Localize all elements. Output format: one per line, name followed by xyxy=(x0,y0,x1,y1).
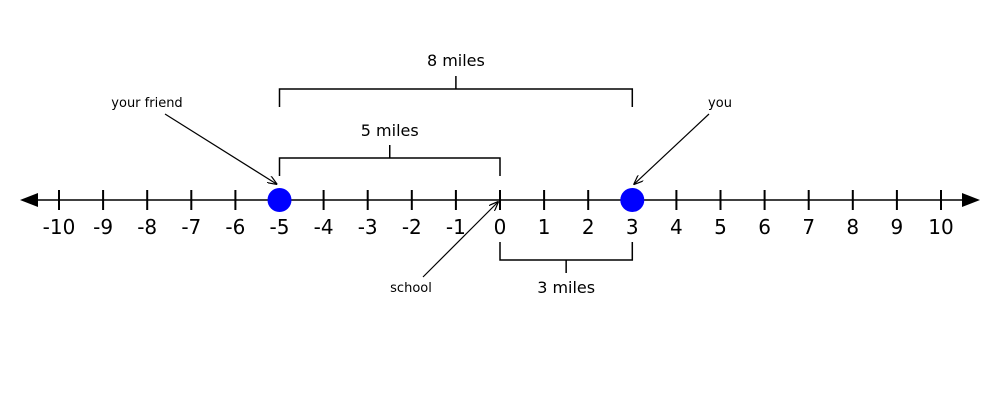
callout-label: you xyxy=(708,96,732,111)
tick-label: -8 xyxy=(137,215,157,239)
callout-layer: your friend you school xyxy=(111,96,732,296)
bracket-label: 3 miles xyxy=(537,278,595,297)
tick-label: -3 xyxy=(358,215,378,239)
tick-label: 8 xyxy=(846,215,859,239)
tick-label: 1 xyxy=(538,215,551,239)
callout-label: school xyxy=(390,281,432,296)
callout-arrow xyxy=(634,113,710,184)
bracket-label: 5 miles xyxy=(361,121,419,140)
bracket-layer: 8 miles 5 miles 3 miles xyxy=(278,51,634,297)
tick-label: -10 xyxy=(43,215,76,239)
tick-label: 7 xyxy=(802,215,815,239)
point-layer xyxy=(267,188,645,212)
tick-label: -1 xyxy=(446,215,466,239)
callout-arrow xyxy=(422,202,498,278)
tick-label: 3 xyxy=(626,215,639,239)
location-point xyxy=(620,188,645,212)
distance-bracket xyxy=(278,76,634,107)
tick-label: 0 xyxy=(494,215,507,239)
location-point xyxy=(267,188,292,212)
tick-label: -9 xyxy=(93,215,113,239)
tick-label: 9 xyxy=(891,215,904,239)
tick-label: -7 xyxy=(181,215,201,239)
tick-label: -2 xyxy=(402,215,422,239)
distance-bracket xyxy=(278,145,501,176)
tick-label: 2 xyxy=(582,215,595,239)
tick-label: 5 xyxy=(714,215,727,239)
tick-label: -6 xyxy=(225,215,245,239)
tick-label: -4 xyxy=(314,215,334,239)
left-arrow-icon xyxy=(20,193,38,207)
tick-label: 4 xyxy=(670,215,683,239)
tick-label: 6 xyxy=(758,215,771,239)
right-arrow-icon xyxy=(962,193,980,207)
distance-bracket xyxy=(499,242,634,273)
tick-label: -5 xyxy=(270,215,290,239)
tick-label: 10 xyxy=(928,215,953,239)
callout-arrow xyxy=(164,113,277,184)
bracket-label: 8 miles xyxy=(427,51,485,70)
callout-label: your friend xyxy=(111,96,182,111)
